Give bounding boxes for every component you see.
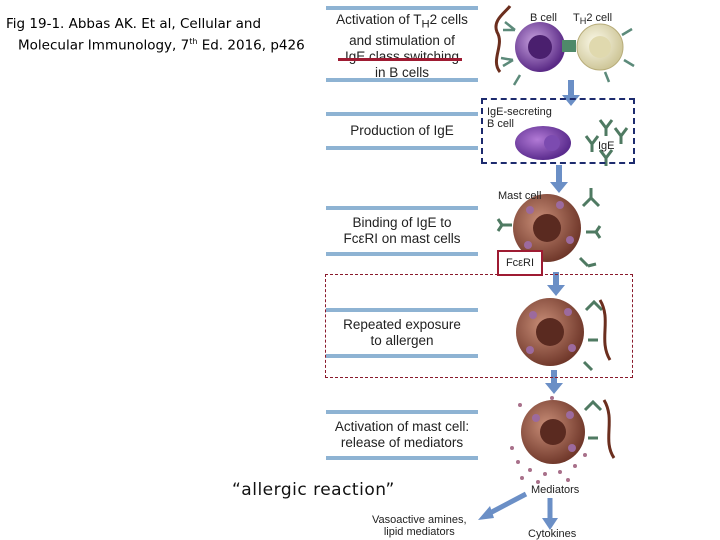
step-repeated-exposure: Repeated exposure to allergen — [326, 308, 478, 358]
mast-cell-label: Mast cell — [498, 190, 542, 202]
label-line: lipid mediators — [383, 526, 455, 538]
cytokines-label: Cytokines — [528, 528, 577, 540]
step-text: Production of IgE — [350, 123, 454, 138]
arrow-to-vasoactive — [486, 491, 528, 517]
plasma-cell — [515, 126, 571, 160]
step-activation-mast-cell: Activation of mast cell: release of medi… — [326, 410, 478, 460]
b-cell-nucleus — [528, 35, 552, 59]
allergen-strand-2 — [598, 299, 612, 361]
step-text-part: Activation of T — [336, 12, 422, 27]
step-line: IgE class switching — [344, 48, 460, 64]
step-line: FcεRI on mast cells — [343, 231, 461, 246]
vasoactive-label: Vasoactive amines, lipid mediators — [372, 514, 467, 538]
receptor-glyphs — [500, 21, 635, 86]
ige-label: IgE — [598, 140, 615, 152]
plasma-cell-nucleus — [544, 135, 560, 151]
step-text: Binding of IgE to FcεRI on mast cells — [326, 210, 478, 247]
mast-granules — [524, 201, 576, 452]
fceri-receptors — [496, 188, 604, 440]
label-subscript: H — [579, 16, 587, 27]
highlight-underline — [338, 58, 462, 61]
label-line: B cell — [487, 118, 514, 130]
allergen-strand-3 — [602, 399, 616, 459]
ige-secreting-label: IgE-secreting B cell — [487, 106, 552, 130]
step-text-part: 2 cells — [429, 12, 468, 27]
arrowhead-vasoactive — [478, 506, 494, 520]
step-activation-th2: Activation of TH2 cells and stimulation … — [326, 6, 478, 82]
b-cell-label: B cell — [530, 12, 557, 24]
step-subscript: H — [421, 18, 430, 31]
fceri-label: FcεRI — [497, 250, 543, 276]
flow-arrow-3 — [547, 272, 565, 296]
th2-cell-label: TH2 cell — [573, 12, 612, 27]
mediator-dots — [510, 396, 587, 484]
citation-text: Molecular Immunology, 7 — [18, 37, 190, 54]
th2-cell-nucleus — [589, 36, 611, 58]
step-line: Activation of mast cell: — [334, 419, 470, 434]
step-binding-ige: Binding of IgE to FcεRI on mast cells — [326, 206, 478, 256]
flow-arrow-1 — [562, 80, 580, 106]
step-text: Repeated exposure to allergen — [326, 312, 478, 349]
ige-production-highlight — [481, 98, 635, 164]
label-line: Vasoactive amines, — [372, 514, 467, 526]
repeated-exposure-highlight — [325, 274, 633, 378]
step-line: to allergen — [370, 333, 434, 348]
step-line: and stimulation of — [349, 32, 455, 48]
allergic-reaction-annotation: “allergic reaction” — [232, 480, 395, 500]
mediators-label: Mediators — [531, 484, 580, 496]
step-line: in B cells — [374, 64, 430, 80]
step-line: Activation of TH2 cells — [326, 12, 478, 33]
step-line: release of mediators — [340, 435, 464, 450]
label-part: 2 cell — [586, 12, 613, 24]
citation-superscript: th — [189, 37, 198, 46]
citation-line-1: Fig 19-1. Abbas AK. Et al, Cellular and — [6, 16, 262, 32]
step-text: Activation of mast cell: release of medi… — [326, 414, 478, 451]
citation-line-2: Molecular Immunology, 7th Ed. 2016, p426 — [6, 33, 326, 55]
cell-contact — [562, 40, 576, 52]
allergen-strand — [494, 5, 512, 73]
step-line: Repeated exposure — [343, 317, 461, 332]
label-part: T — [573, 12, 580, 24]
citation-text-end: Ed. 2016, p426 — [197, 37, 305, 54]
label-line: IgE-secreting — [487, 106, 552, 118]
flow-arrow-2 — [550, 165, 568, 193]
step-text: Activation of TH2 cells and stimulation … — [326, 10, 478, 81]
step-line: Binding of IgE to — [352, 215, 452, 230]
arrowhead-cytokines — [542, 518, 558, 530]
mast-cell-3 — [521, 400, 585, 464]
figure-citation: Fig 19-1. Abbas AK. Et al, Cellular and … — [6, 15, 326, 55]
step-production-ige: Production of IgE — [326, 112, 478, 150]
